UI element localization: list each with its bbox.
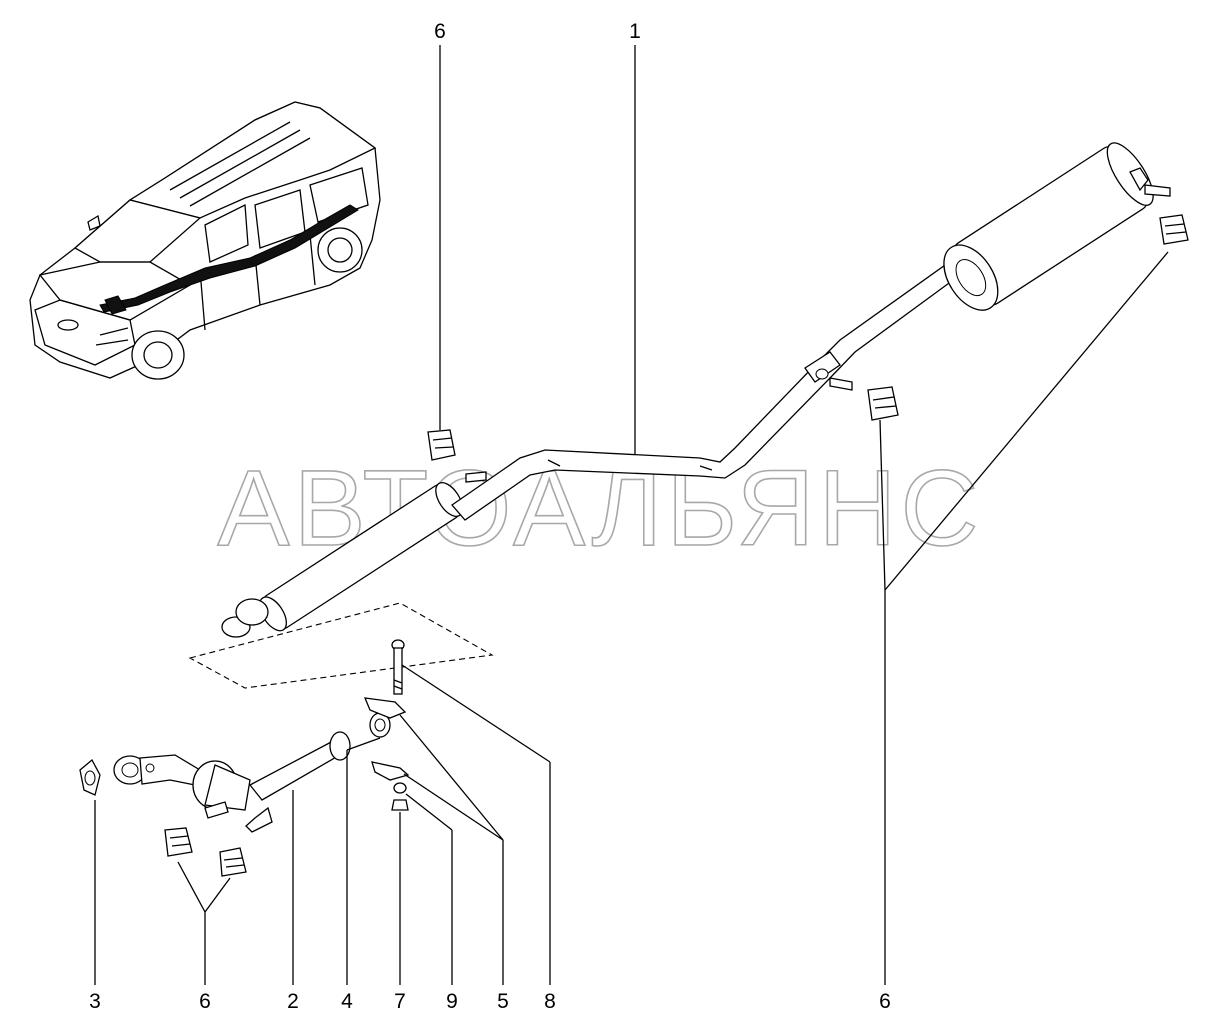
rubber-mount-top	[427, 429, 456, 461]
callout-bottom-6a: 6	[199, 990, 211, 1013]
rubber-mount-rear-1	[1159, 214, 1189, 245]
seal-ring	[369, 712, 391, 738]
leader-lines	[94, 45, 1169, 985]
callout-bottom-4: 4	[341, 990, 353, 1013]
callout-top-6: 6	[434, 20, 446, 43]
callout-bottom-7: 7	[394, 990, 406, 1013]
callout-bottom-5: 5	[497, 990, 509, 1013]
callout-labels: 6 1 3 6 2 4 7 9 5 8 6	[89, 20, 891, 1013]
callout-bottom-2: 2	[287, 990, 299, 1013]
exhaust-main-assembly	[221, 142, 1171, 638]
nut	[391, 799, 409, 811]
subassembly-boundary	[188, 602, 494, 689]
callout-bottom-9: 9	[446, 990, 458, 1013]
callout-bottom-8: 8	[544, 990, 556, 1013]
callout-top-1: 1	[629, 20, 641, 43]
bolt	[391, 639, 405, 695]
callout-bottom-3: 3	[89, 990, 101, 1013]
callout-bottom-6b: 6	[879, 990, 891, 1013]
front-pipe-catalyst	[113, 731, 351, 833]
rubber-mount-bottom-1	[164, 827, 193, 857]
clamp	[363, 697, 410, 781]
gasket	[79, 758, 101, 796]
car-illustration	[29, 101, 381, 380]
washer	[393, 782, 407, 794]
rubber-mount-rear-2	[867, 386, 899, 421]
rubber-mount-bottom-2	[219, 847, 247, 877]
